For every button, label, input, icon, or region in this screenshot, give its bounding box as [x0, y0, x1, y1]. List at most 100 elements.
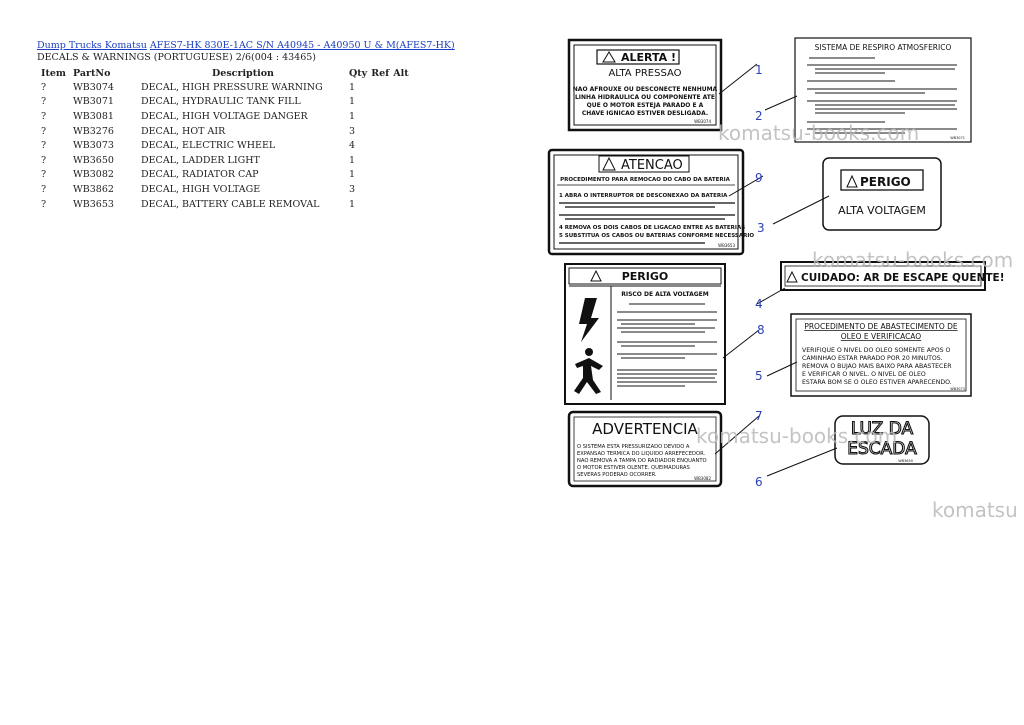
cell-partno: WB3073 — [73, 140, 114, 152]
cell-ref — [369, 153, 391, 168]
advertencia-line1: O SISTEMA ESTA PRESSURIZADO DEVIDO A — [577, 444, 690, 450]
cell-item: ? — [41, 198, 47, 210]
cell-alt — [391, 182, 415, 197]
header-ref: Ref — [371, 67, 390, 79]
cell-description: DECAL, HYDRAULIC TANK FILL — [141, 96, 301, 108]
cell-ref — [369, 109, 391, 124]
cell-partno: WB3862 — [73, 183, 114, 195]
callout-5: 5 — [755, 369, 763, 383]
luz-line1: LUZ DA — [851, 419, 914, 439]
callout-9: 9 — [755, 171, 763, 185]
header-description: Description — [212, 67, 274, 79]
oleo-title2: OLEO E VERIFICACAO — [841, 332, 922, 341]
falling-person-icon — [574, 348, 603, 394]
decal-oleo: PROCEDIMENTO DE ABASTECIMENTO DE OLEO E … — [790, 313, 972, 397]
perigo-risco-text-lines — [617, 303, 717, 387]
callouts: 1 2 9 3 4 8 5 7 6 — [755, 63, 765, 489]
cell-alt — [391, 124, 415, 139]
watermark: komatsu-books.com — [696, 424, 898, 448]
cell-item: ? — [41, 96, 47, 108]
cell-qty: 3 — [349, 125, 356, 137]
cell-item: ? — [41, 183, 47, 195]
oleo-line3: REMOVA O BUJAO MAIS BAIXO PARA ABASTECER — [802, 363, 952, 370]
advertencia-title: ADVERTENCIA — [592, 420, 698, 438]
cell-qty: 4 — [349, 140, 356, 152]
oleo-line4: E VERIFICAR O NIVEL. O NIVEL DE OLEO — [802, 371, 926, 378]
cell-qty: 1 — [349, 110, 356, 122]
cell-alt — [391, 138, 415, 153]
cell-ref — [369, 95, 391, 110]
cell-ref — [369, 197, 391, 212]
cell-qty: 3 — [349, 183, 356, 195]
decal-luz-escada: LUZ DA ESCADA WB3650 — [834, 415, 930, 465]
atencao-title: ATENCAO — [621, 158, 683, 173]
cell-ref — [369, 124, 391, 139]
decal-respiro: SISTEMA DE RESPIRO ATMOSFERICO WB3071 — [794, 37, 972, 143]
cell-description: DECAL, HOT AIR — [141, 125, 226, 137]
alerta-sub: ALTA PRESSAO — [608, 68, 681, 79]
cell-qty: 1 — [349, 154, 356, 166]
callout-2: 2 — [755, 109, 763, 123]
luz-line2: ESCADA — [847, 439, 917, 459]
callout-3: 3 — [757, 221, 765, 235]
decals-diagram: ALERTA ! ALTA PRESSAO NAO AFROUXE OU DES… — [547, 37, 1005, 489]
advertencia-line3: NAO REMOVA A TAMPA DO RADIADOR ENQUANTO — [577, 458, 707, 464]
alerta-title: ALERTA ! — [621, 51, 676, 64]
advertencia-line2: EXPANSAO TERMICA DO LIQUIDO ARREFECEDOR. — [577, 451, 705, 457]
callout-6: 6 — [755, 475, 763, 489]
cell-alt — [391, 197, 415, 212]
header-partno: PartNo — [73, 67, 111, 79]
alerta-line2: LINHA HIDRAULICA OU COMPONENTE ATE — [575, 94, 715, 101]
cell-description: DECAL, LADDER LIGHT — [141, 154, 260, 166]
leader-lines — [714, 63, 838, 477]
perigo-alta-title: PERIGO — [860, 175, 911, 189]
page-subtitle: DECALS & WARNINGS (PORTUGUESE) 2/6(004 :… — [37, 52, 317, 63]
oleo-line5: ESTARA BOM SE O OLEO ESTIVER APARECENDO. — [802, 379, 952, 386]
cell-partno: WB3074 — [73, 81, 114, 93]
cell-description: DECAL, ELECTRIC WHEEL — [141, 140, 276, 152]
cell-partno: WB3650 — [73, 154, 114, 166]
breadcrumb-link-dump-trucks[interactable]: Dump Trucks Komatsu — [37, 40, 147, 51]
breadcrumb-link-model[interactable]: AFES7-HK 830E-1AC S/N A40945 - A40950 U … — [149, 40, 455, 51]
watermark: komatsu-books.com — [718, 121, 920, 145]
atencao-code: WB3653 — [718, 243, 735, 248]
watermark: komatsu — [932, 498, 1018, 522]
cell-alt — [391, 153, 415, 168]
cell-item: ? — [41, 81, 47, 93]
cell-partno: WB3653 — [73, 198, 114, 210]
cell-alt — [391, 80, 415, 95]
decal-perigo-alta-voltagem: PERIGO ALTA VOLTAGEM — [822, 157, 942, 231]
respiro-title: SISTEMA DE RESPIRO ATMOSFERICO — [815, 43, 952, 52]
alerta-code: WB3074 — [694, 119, 711, 124]
cell-alt — [391, 109, 415, 124]
cell-item: ? — [41, 169, 47, 181]
cell-description: DECAL, HIGH PRESSURE WARNING — [141, 81, 323, 93]
cell-partno: WB3276 — [73, 125, 114, 137]
decal-alerta: ALERTA ! ALTA PRESSAO NAO AFROUXE OU DES… — [567, 38, 723, 132]
advertencia-line5: SEVERAS PODERAO OCORRER. — [577, 472, 657, 478]
callout-4: 4 — [755, 297, 763, 311]
callout-1: 1 — [755, 63, 763, 77]
cell-alt — [391, 95, 415, 110]
cell-alt — [391, 168, 415, 183]
cell-ref — [369, 168, 391, 183]
oleo-code: WB3073 — [950, 387, 965, 391]
alerta-line4: CHAVE IGNICAO ESTIVER DESLIGADA. — [582, 110, 708, 117]
perigo-alta-sub: ALTA VOLTAGEM — [838, 204, 926, 217]
alerta-line3: QUE O MOTOR ESTEJA PARADO E A — [587, 102, 704, 109]
advertencia-code: WB3082 — [694, 476, 711, 481]
header-item: Item — [41, 67, 66, 79]
oleo-title1: PROCEDIMENTO DE ABASTECIMENTO DE — [804, 322, 958, 331]
decal-atencao: ATENCAO PROCEDIMENTO PARA REMOCAO DO CAB… — [547, 148, 754, 256]
oleo-line1: VERIFIQUE O NIVEL DO OLEO SOMENTE APOS O — [802, 347, 950, 354]
table-header-row: Item PartNo Description Qty Ref Alt — [37, 66, 415, 80]
respiro-text-lines — [807, 57, 957, 134]
atencao-small-lines — [559, 202, 735, 220]
cell-ref — [369, 138, 391, 153]
